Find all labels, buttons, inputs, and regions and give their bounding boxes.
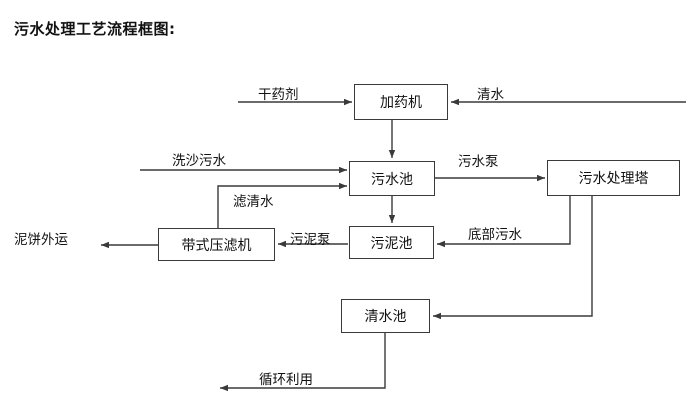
label-sewage-pump: 污水泵 (458, 154, 499, 170)
node-dosing-machine[interactable]: 加药机 (354, 84, 448, 120)
node-wastewater-pool[interactable]: 污水池 (349, 161, 435, 196)
label-bottom-sewage: 底部污水 (468, 227, 522, 243)
node-belt-filter-press[interactable]: 带式压滤机 (158, 228, 275, 261)
label-sand-wash-sewage: 洗沙污水 (172, 153, 226, 169)
node-label: 污水处理塔 (578, 171, 649, 187)
connector-tower-bottom-sewage-to-sludge-pool (437, 196, 571, 248)
page-title: 污水处理工艺流程框图: (14, 20, 176, 38)
node-label: 清水池 (364, 309, 407, 325)
node-clean-water-pool[interactable]: 清水池 (341, 299, 430, 333)
label-recycle-reuse: 循环利用 (259, 372, 313, 388)
node-label: 污水池 (371, 171, 413, 188)
label-filtered-water: 滤清水 (233, 194, 274, 210)
label-sludge-pump: 污泥泵 (290, 232, 331, 248)
label-clean-water-in: 清水 (477, 87, 504, 103)
node-label: 加药机 (380, 95, 422, 111)
node-label: 带式压滤机 (181, 237, 252, 254)
connector-clean-water-pool-to-recycle (220, 333, 386, 392)
node-label: 污泥池 (370, 235, 413, 252)
node-treatment-tower[interactable]: 污水处理塔 (547, 160, 680, 196)
label-mud-cake-out: 泥饼外运 (14, 232, 68, 248)
label-dry-chemical: 干药剂 (258, 87, 299, 103)
node-sludge-pool[interactable]: 污泥池 (349, 226, 434, 259)
connector-tower-to-clean-water-pool (433, 196, 593, 320)
connector-filtered-water-to-wastewater-pool (217, 182, 347, 228)
